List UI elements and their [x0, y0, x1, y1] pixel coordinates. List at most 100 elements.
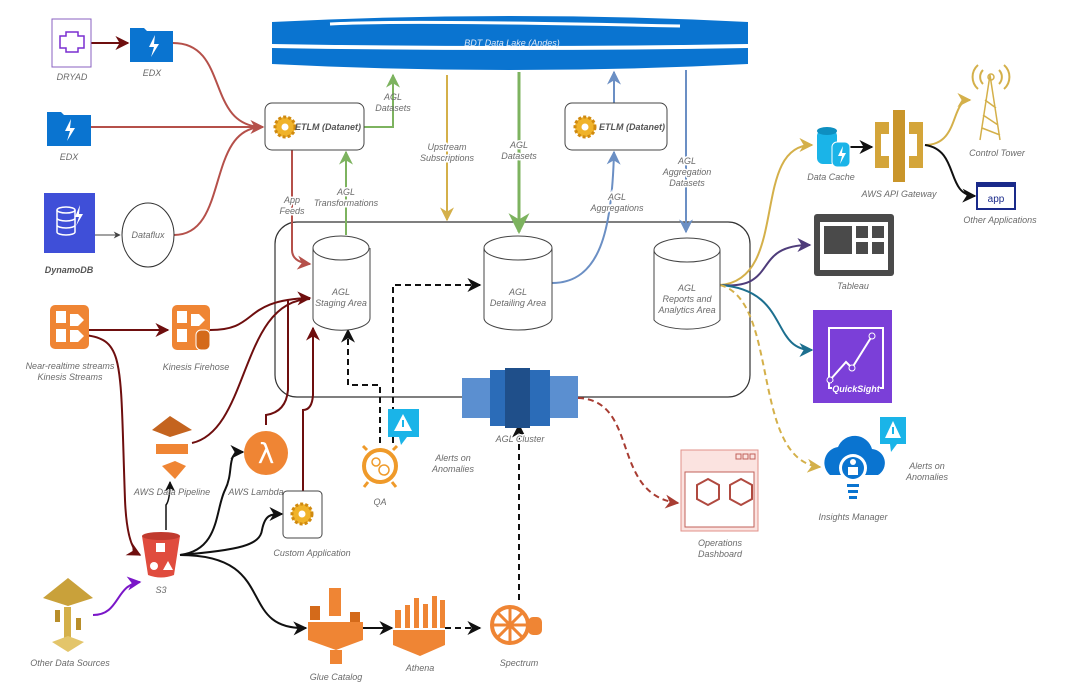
lambda-icon	[244, 431, 288, 475]
edx-node[interactable]: EDX	[130, 28, 173, 78]
glue-icon	[329, 588, 341, 616]
quicksight-node[interactable]: QuickSight	[813, 310, 892, 403]
cluster-to-dashboard-arrow	[577, 397, 680, 509]
reports-to-tableau-arrow	[719, 238, 812, 287]
data-cache-label: Data Cache	[807, 172, 855, 182]
kinesis-firehose-node[interactable]: Kinesis Firehose	[163, 305, 230, 372]
other-data-sources-label: Other Data Sources	[30, 658, 110, 668]
data-pipeline-node[interactable]: AWS Data Pipeline	[133, 416, 210, 497]
glue-catalog-node[interactable]: Glue Catalog	[308, 588, 363, 682]
generic-database-icon	[43, 578, 93, 606]
edx-node-2[interactable]: EDX	[47, 112, 91, 162]
connectors	[84, 36, 977, 636]
dynamodb-icon	[44, 193, 95, 253]
control-tower-node[interactable]: Control Tower	[969, 64, 1026, 158]
lambda-node[interactable]: λ AWS Lambda	[227, 431, 288, 497]
dryad-node[interactable]: DRYAD	[51, 18, 92, 82]
qa-to-detailing-arrow	[392, 278, 482, 443]
other-to-s3-arrow	[92, 576, 142, 616]
spectrum-node[interactable]: Spectrum	[490, 605, 542, 668]
s3-bucket-icon	[142, 536, 180, 578]
glue-catalog-label: Glue Catalog	[310, 672, 363, 682]
etlm-label: ETLM (Datanet)	[295, 122, 361, 132]
redshift-cluster-icon	[462, 378, 490, 418]
app-feeds-arrow	[291, 150, 312, 270]
data-pipeline-label: AWS Data Pipeline	[133, 487, 210, 497]
insights-manager-label: Insights Manager	[818, 512, 888, 522]
athena-icon	[395, 596, 445, 628]
dataflux-to-etlm-arrow	[173, 126, 264, 236]
lambda-glyph: λ	[258, 437, 275, 470]
agl-aggregations-arrow	[551, 150, 621, 284]
reports-to-cache-arrow	[719, 138, 814, 286]
data-lake-label: BDT Data Lake (Andes)	[464, 38, 560, 48]
agl-cluster-node[interactable]: AGL Cluster	[462, 368, 578, 446]
agl-datasets-up-arrow	[364, 73, 400, 128]
etlm-label: ETLM (Datanet)	[599, 122, 665, 132]
api-gateway-icon	[893, 110, 905, 182]
gateway-to-tower-arrow	[924, 93, 972, 146]
edx-to-etlm-arrow	[172, 42, 264, 128]
dynamodb-node[interactable]: DynamoDB	[44, 193, 95, 275]
etlm-left-node[interactable]: ETLM (Datanet)	[264, 102, 365, 151]
lambda-label: AWS Lambda	[227, 487, 283, 497]
dynamodb-label: DynamoDB	[45, 265, 94, 275]
streams-to-s3-arrow	[84, 334, 142, 556]
qa-label: QA	[373, 497, 386, 507]
quicksight-label: QuickSight	[832, 384, 881, 394]
s3-to-pipeline-arrow	[164, 480, 176, 530]
pipeline-to-staging-arrow	[191, 298, 311, 444]
app-icon-text: app	[988, 194, 1005, 205]
athena-label: Athena	[405, 663, 435, 673]
kinesis-icon	[50, 305, 89, 349]
s3-to-glue-arrow	[179, 554, 308, 636]
other-data-sources-node[interactable]: Other Data Sources	[30, 578, 110, 668]
kinesis-firehose-label: Kinesis Firehose	[163, 362, 230, 372]
spectrum-label: Spectrum	[500, 658, 539, 668]
alert-bubble-qa	[388, 409, 419, 445]
other-applications-node[interactable]: app Other Applications	[963, 182, 1037, 225]
tower-icon	[979, 74, 1001, 141]
edx-label: EDX	[60, 152, 80, 162]
s3-node[interactable]: S3	[142, 532, 180, 595]
tableau-label: Tableau	[837, 281, 869, 291]
data-pipeline-icon	[152, 416, 192, 437]
dryad-label: DRYAD	[57, 72, 88, 82]
api-gateway-node[interactable]: AWS API Gateway	[860, 110, 937, 199]
athena-node[interactable]: Athena	[393, 596, 445, 673]
lambda-to-staging-arrow	[265, 300, 289, 425]
engine-icon	[51, 18, 92, 68]
s3-label: S3	[155, 585, 166, 595]
insights-manager-node[interactable]: Insights Manager	[818, 435, 889, 522]
custom-to-staging-arrow	[302, 326, 320, 491]
tableau-node[interactable]: Tableau	[814, 214, 894, 291]
dataflux-node[interactable]: Dataflux	[121, 202, 175, 268]
data-cache-node[interactable]: Data Cache	[807, 127, 855, 182]
alert-bubble-insights	[880, 417, 906, 452]
custom-application-label: Custom Application	[273, 548, 350, 558]
custom-application-node[interactable]: Custom Application	[273, 490, 351, 558]
qa-node[interactable]: QA	[361, 444, 399, 507]
data-lake: BDT Data Lake (Andes)	[272, 16, 748, 70]
etlm-right-node[interactable]: ETLM (Datanet)	[564, 102, 668, 151]
